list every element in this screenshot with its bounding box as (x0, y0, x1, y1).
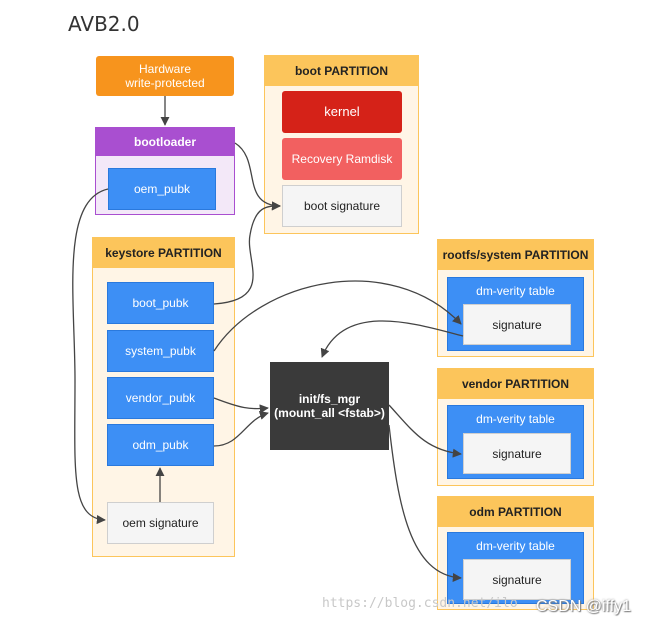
arrow-init-to-vendor-signature (388, 404, 462, 458)
arrow-oem-pubk-to-oem-signature (72, 188, 109, 525)
page-title: AVB2.0 (68, 12, 140, 36)
arrow-odm-pubk-to-init (213, 411, 269, 447)
credit-watermark: CSDN @iffy1 (536, 598, 632, 615)
init-line2: (mount_all <fstab>) (274, 406, 385, 420)
hardware-line1: Hardware (138, 62, 192, 76)
odm-signature-box: signature (463, 559, 571, 600)
boot-signature-box: boot signature (282, 185, 402, 227)
arrow-rootfs-signature-to-init (320, 320, 464, 358)
recovery-ramdisk-box: Recovery Ramdisk (282, 138, 402, 180)
arrow-bootloader-to-boot-signature (234, 142, 281, 211)
arrow-init-to-odm-signature (388, 424, 462, 583)
hardware-line2: write-protected (125, 76, 205, 90)
vendor-dm-verity-label: dm-verity table (476, 412, 555, 426)
watermark-url: https://blog.csdn.net/ilo (322, 596, 518, 611)
odm-partition-title: odm PARTITION (438, 497, 593, 527)
arrow-boot-pubk-to-boot-signature (213, 201, 281, 305)
boot-pubk-box: boot_pubk (107, 282, 214, 324)
boot-partition-title: boot PARTITION (265, 56, 418, 86)
bootloader-oem-pubk: oem_pubk (108, 168, 216, 210)
vendor-signature-box: signature (463, 433, 571, 474)
odm-pubk-box: odm_pubk (107, 424, 214, 466)
vendor-partition-title: vendor PARTITION (438, 369, 593, 399)
system-pubk-box: system_pubk (107, 330, 214, 372)
kernel-box: kernel (282, 91, 402, 133)
arrow-system-pubk-to-rootfs-signature (213, 280, 462, 352)
odm-dm-verity-label: dm-verity table (476, 539, 555, 553)
rootfs-dm-verity-label: dm-verity table (476, 284, 555, 298)
rootfs-signature-box: signature (463, 304, 571, 345)
keystore-partition-title: keystore PARTITION (93, 238, 234, 268)
init-line1: init/fs_mgr (298, 392, 361, 406)
oem-signature-box: oem signature (107, 502, 214, 544)
init-fs-mgr-box: init/fs_mgr (mount_all <fstab>) (270, 362, 389, 450)
hardware-box: Hardware write-protected (96, 56, 234, 96)
rootfs-partition-title: rootfs/system PARTITION (438, 240, 593, 270)
arrow-vendor-pubk-to-init (213, 397, 269, 414)
vendor-pubk-box: vendor_pubk (107, 377, 214, 419)
bootloader-title: bootloader (96, 128, 234, 156)
